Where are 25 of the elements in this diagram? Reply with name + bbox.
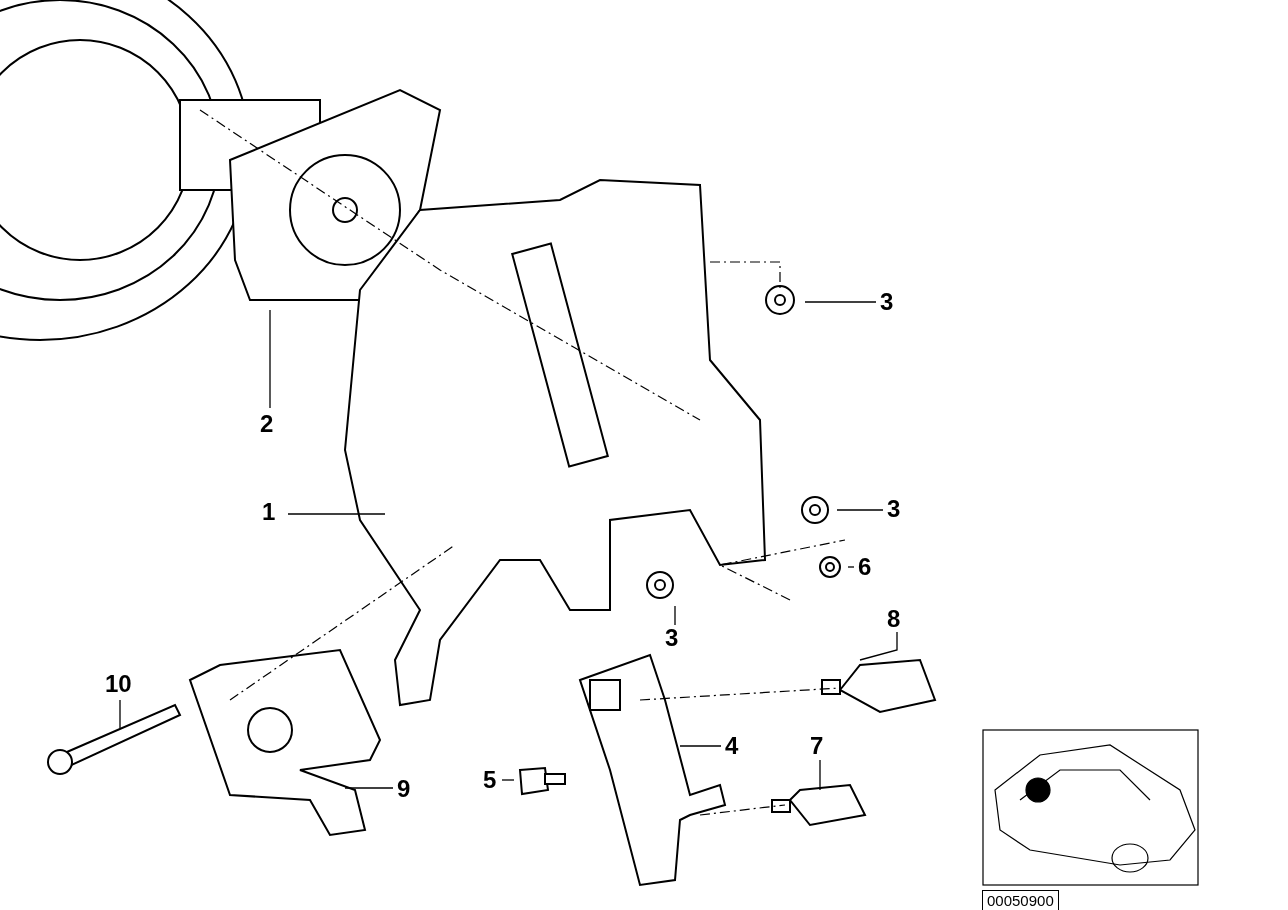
- callout-number: 9: [397, 777, 411, 801]
- leader-line: [679, 745, 722, 747]
- part-number-label: 00050900: [982, 890, 1059, 910]
- leader-line: [804, 301, 877, 303]
- callout-number: 3: [887, 497, 901, 521]
- leader-line: [119, 699, 121, 729]
- leader-line: [847, 566, 855, 568]
- callout-number: 8: [887, 607, 901, 631]
- leader-line: [269, 309, 271, 409]
- leader-line: [501, 779, 515, 781]
- leader-line: [836, 509, 884, 511]
- callout-number: 3: [880, 290, 894, 314]
- leader-line: [859, 631, 898, 661]
- leader-line: [819, 759, 821, 791]
- callout-number: 3: [665, 626, 679, 650]
- callout-number: 7: [810, 734, 824, 758]
- callout-number: 1: [262, 500, 276, 524]
- leader-line: [287, 513, 386, 515]
- leader-line: [344, 787, 394, 789]
- leader-line: [674, 605, 676, 626]
- callout-number: 6: [858, 555, 872, 579]
- callout-number: 5: [483, 768, 497, 792]
- callout-number: 2: [260, 412, 274, 436]
- callout-number: 4: [725, 734, 739, 758]
- callout-number: 10: [105, 672, 132, 696]
